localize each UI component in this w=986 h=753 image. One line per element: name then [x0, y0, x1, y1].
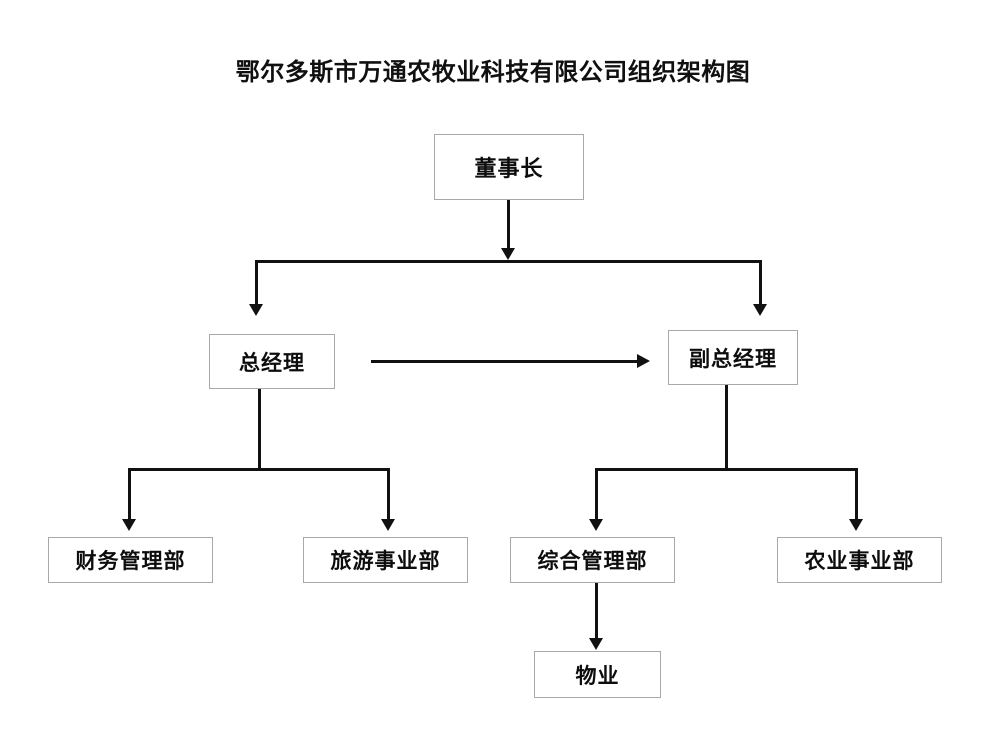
- node-deputy-general-manager[interactable]: 副总经理: [668, 330, 798, 385]
- connector-chairman-stem: [507, 200, 510, 249]
- node-general-manager[interactable]: 总经理: [209, 334, 335, 389]
- connector-gm-bar: [128, 468, 390, 471]
- connector-level1-left-drop: [255, 260, 258, 305]
- arrowhead-tourism-division: [381, 519, 395, 531]
- node-tourism-division[interactable]: 旅游事业部: [303, 537, 468, 583]
- page-title: 鄂尔多斯市万通农牧业科技有限公司组织架构图: [235, 60, 751, 86]
- node-agriculture-division-label: 农业事业部: [804, 549, 915, 573]
- node-general-admin-dept[interactable]: 综合管理部: [510, 537, 675, 583]
- node-agriculture-division[interactable]: 农业事业部: [777, 537, 942, 583]
- node-property-unit[interactable]: 物业: [534, 651, 661, 698]
- arrowhead-general-manager: [249, 304, 263, 316]
- node-finance-dept-label: 财务管理部: [75, 549, 186, 573]
- connector-agriculture-drop: [855, 468, 858, 520]
- connector-property-stem: [595, 583, 598, 639]
- node-property-unit-label: 物业: [575, 663, 620, 688]
- arrowhead-chairman-stem: [501, 248, 515, 260]
- connector-gm-stem: [258, 389, 261, 470]
- arrowhead-property-unit: [589, 638, 603, 650]
- node-tourism-division-label: 旅游事业部: [330, 549, 441, 573]
- node-chairman[interactable]: 董事长: [434, 134, 584, 200]
- connector-deputy-stem: [725, 385, 728, 470]
- node-deputy-general-manager-label: 副总经理: [689, 346, 777, 371]
- connector-level1-bar: [255, 260, 762, 263]
- arrowhead-deputy-general-manager: [753, 304, 767, 316]
- connector-general-admin-drop: [595, 468, 598, 520]
- arrowhead-gm-to-deputy: [637, 354, 650, 368]
- arrowhead-finance-dept: [122, 519, 136, 531]
- connector-tourism-drop: [387, 468, 390, 520]
- node-general-manager-label: 总经理: [239, 350, 305, 375]
- connector-level1-right-drop: [759, 260, 762, 305]
- node-general-admin-dept-label: 综合管理部: [537, 549, 648, 573]
- connector-gm-to-deputy: [371, 360, 638, 363]
- node-finance-dept[interactable]: 财务管理部: [48, 537, 213, 583]
- connector-deputy-bar: [595, 468, 858, 471]
- arrowhead-general-admin-dept: [589, 519, 603, 531]
- connector-finance-drop: [128, 468, 131, 520]
- arrowhead-agriculture-division: [849, 519, 863, 531]
- node-chairman-label: 董事长: [474, 156, 544, 181]
